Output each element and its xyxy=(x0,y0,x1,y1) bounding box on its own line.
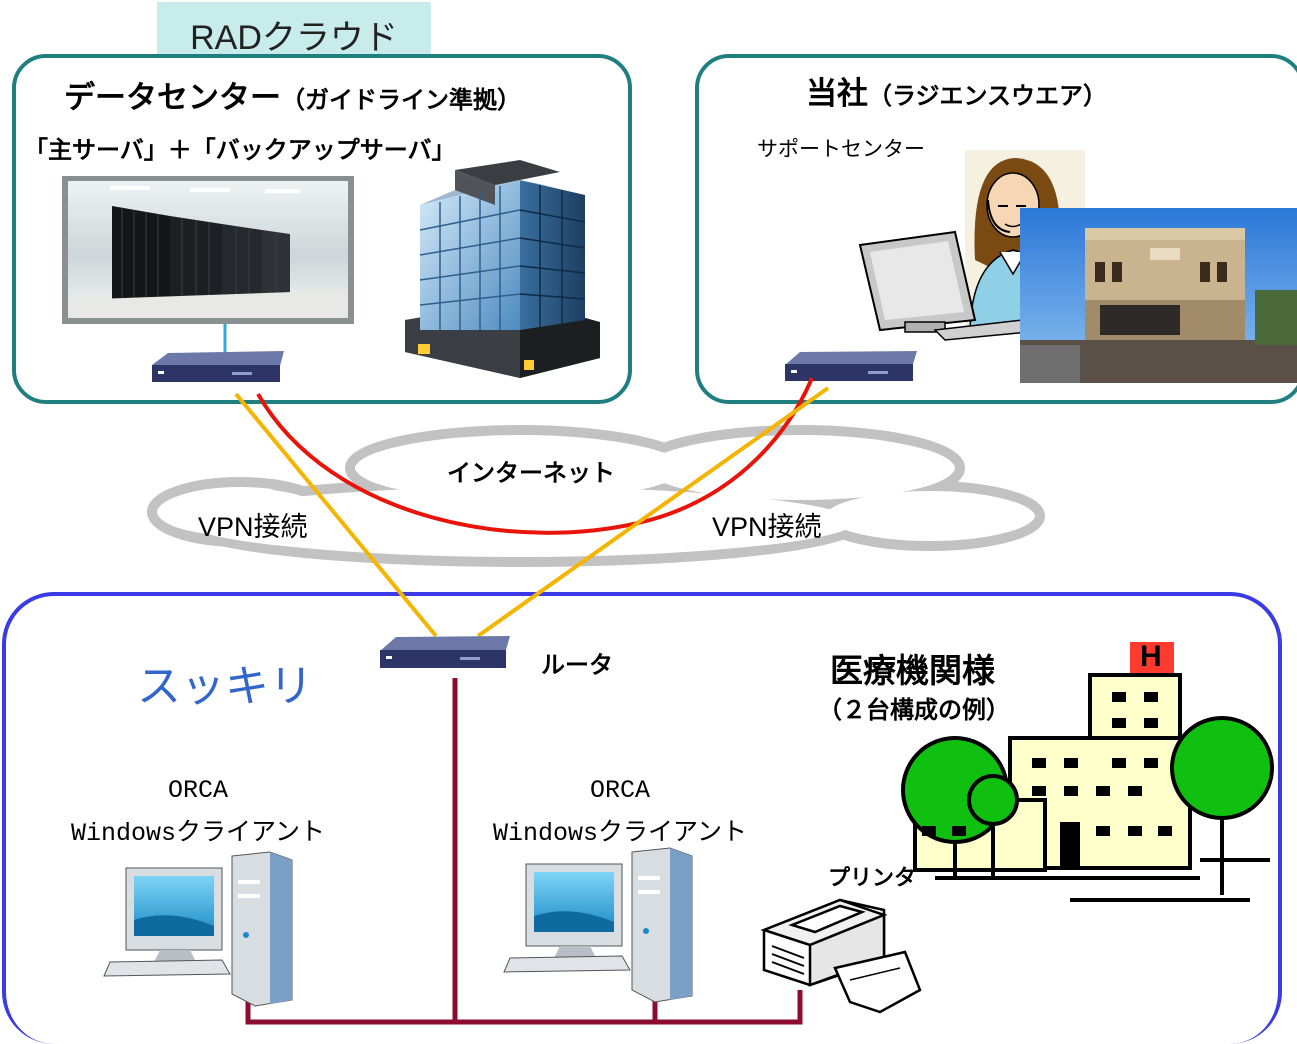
client1-label-line2: Windowsクライアント xyxy=(70,819,326,848)
company-panel xyxy=(695,54,1297,404)
client2-label-line1: ORCA xyxy=(589,776,650,805)
clinic-router-icon xyxy=(380,636,510,668)
config-note: （２台構成の例） xyxy=(818,697,1010,724)
datacenter-title-main: データセンター xyxy=(64,80,281,115)
printer-icon xyxy=(760,898,922,1014)
client2-label-line2: Windowsクライアント xyxy=(492,819,748,848)
vpn-label-right: VPN接続 xyxy=(712,512,822,542)
datacenter-title-note: （ガイドライン準拠） xyxy=(281,87,521,114)
facility-label: 医療機関様 xyxy=(830,652,995,689)
vpn-label-left: VPN接続 xyxy=(198,512,308,542)
datacenter-title: データセンター（ガイドライン準拠） xyxy=(64,72,521,117)
internet-label: インターネット xyxy=(447,460,615,487)
company-router-icon xyxy=(785,351,917,381)
company-title-note: （ラジエンスウエア） xyxy=(868,83,1108,110)
printer-label: プリンタ xyxy=(828,865,917,890)
company-title-main: 当社 xyxy=(806,76,868,111)
vpn-link-left xyxy=(234,392,438,638)
orca-client-pc-1 xyxy=(103,851,293,1007)
company-office-photo xyxy=(1020,208,1297,383)
office-building-icon xyxy=(405,160,600,378)
clinic-panel xyxy=(2,592,1282,1044)
router-label: ルータ xyxy=(541,652,613,679)
orca-client-pc-2 xyxy=(503,847,693,1003)
hospital-sign: H xyxy=(1140,640,1162,673)
rad-cloud-tab xyxy=(157,2,431,58)
datacenter-company-link xyxy=(256,377,814,535)
vpn-link-right xyxy=(476,386,830,638)
datacenter-router-icon xyxy=(152,351,284,382)
server-room-photo xyxy=(62,176,354,324)
hospital-windows xyxy=(922,692,1172,866)
datacenter-servers-label: 「主サーバ」＋「バックアップサーバ」 xyxy=(24,137,456,164)
company-title: 当社（ラジエンスウエア） xyxy=(806,68,1107,113)
product-name: スッキリ xyxy=(137,662,313,711)
client1-label-line1: ORCA xyxy=(167,776,228,805)
datacenter-panel xyxy=(12,54,632,404)
support-center-label: サポートセンター xyxy=(757,138,925,161)
rad-cloud-label: RADクラウド xyxy=(190,19,398,57)
hospital-icon xyxy=(901,642,1274,902)
